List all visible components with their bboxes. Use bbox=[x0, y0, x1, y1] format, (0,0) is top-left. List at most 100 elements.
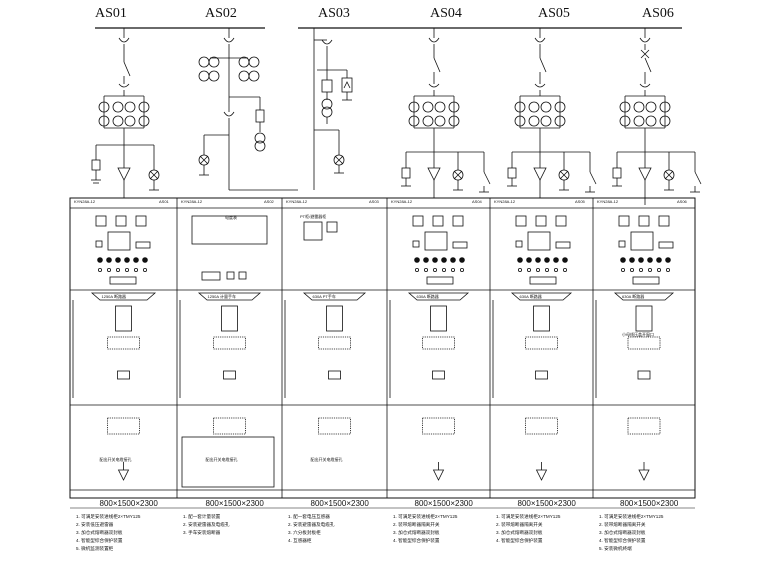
as04-switch-knob bbox=[414, 267, 419, 272]
as06-indicator-lamp bbox=[647, 257, 653, 263]
as02-top-display bbox=[201, 271, 221, 281]
as06-indicator-lamp bbox=[629, 257, 635, 263]
as03-note-4: 4. 互感器柜 bbox=[288, 538, 312, 543]
as02-top-button-2 bbox=[238, 271, 247, 280]
as01-name: AS01 bbox=[95, 6, 127, 21]
as01-meter-a bbox=[95, 215, 107, 227]
as02-cable-grille bbox=[213, 417, 246, 435]
as04-indicator-lamp bbox=[441, 257, 447, 263]
as01-meter-v bbox=[115, 215, 127, 227]
as06-indicator-lamp bbox=[665, 257, 671, 263]
as02-vent-grille bbox=[213, 336, 246, 350]
as04-breaker-window bbox=[430, 305, 447, 332]
as04-display bbox=[452, 241, 468, 249]
as01-switch-knob bbox=[98, 267, 103, 272]
as06-breaker-handle bbox=[613, 292, 675, 301]
as05-indicator-lamp bbox=[526, 257, 532, 263]
as04-indicator bbox=[412, 240, 420, 248]
as05-switch-knob bbox=[527, 267, 532, 272]
as06-breaker-window bbox=[635, 305, 653, 332]
as05-indicator-lamp bbox=[553, 257, 559, 263]
as02-breaker-handle bbox=[197, 292, 262, 301]
as06-note-1: 1. 可满足安装进线柜2×TMY125 bbox=[599, 514, 664, 519]
as04-name: AS04 bbox=[430, 6, 462, 21]
as03-breaker-label: 630A PT手车 bbox=[312, 294, 336, 299]
as01-display bbox=[135, 241, 151, 249]
as06-breaker-lock bbox=[637, 370, 651, 380]
as03-breaker-handle bbox=[302, 292, 367, 301]
as04-note-4: 4. 智能型综合保护装置 bbox=[393, 538, 440, 543]
as04-indicator-lamp bbox=[450, 257, 456, 263]
as02-breaker-window bbox=[221, 305, 238, 332]
as02-circuit bbox=[198, 28, 298, 191]
as06-display bbox=[658, 241, 674, 249]
as05-meter-a bbox=[515, 215, 527, 227]
as04-indicator-lamp bbox=[423, 257, 429, 263]
as01-note-5: 5. 微机监测装置柜 bbox=[76, 546, 114, 551]
as01-indicator-lamp bbox=[133, 257, 139, 263]
as02-name: AS02 bbox=[205, 6, 237, 21]
as06-meter-p bbox=[658, 215, 670, 227]
as05-indicator-lamp bbox=[544, 257, 550, 263]
as04-indicator-lamp bbox=[414, 257, 420, 263]
as01-switch-knob bbox=[142, 267, 147, 272]
cabinet-components bbox=[72, 215, 675, 481]
as03-circuit bbox=[313, 28, 353, 190]
as04-indicator-lamp bbox=[459, 257, 465, 263]
as05-indicator-lamp bbox=[517, 257, 523, 263]
as04-cabinet-id: AS04 bbox=[472, 199, 482, 204]
as01-switch-knob bbox=[116, 267, 121, 272]
as04-meter-a bbox=[412, 215, 424, 227]
as04-nameplate bbox=[426, 276, 454, 285]
as05-indicator-lamp bbox=[535, 257, 541, 263]
as04-switch-knob bbox=[432, 267, 437, 272]
as05-switch-knob bbox=[563, 267, 568, 272]
as01-indicator bbox=[95, 240, 103, 248]
as04-switch-knob bbox=[450, 267, 455, 272]
as02-note-1: 1. 配一套计量装置 bbox=[183, 514, 221, 519]
as04-switch-knob bbox=[441, 267, 446, 272]
as01-note-2: 2. 安装低压避雷器 bbox=[76, 522, 114, 527]
as01-note-3: 3. 加仓式熔断器双封板 bbox=[76, 530, 123, 535]
as03-name: AS03 bbox=[318, 6, 350, 21]
as04-vent-grille bbox=[422, 336, 455, 350]
as01-cabinet-no: KYN28A-12 bbox=[74, 199, 96, 204]
as03-cabinet-no: KYN28A-12 bbox=[286, 199, 308, 204]
as06-note-2: 2. 装带熔断器隔离开关 bbox=[599, 522, 646, 527]
as01-indicator-lamp bbox=[97, 257, 103, 263]
as05-note-3: 3. 加仓式熔断器双封板 bbox=[496, 530, 543, 535]
as04-dimension: 800×1500×2300 bbox=[414, 499, 473, 508]
as05-vent-grille bbox=[525, 336, 558, 350]
as04-breaker-lock bbox=[432, 370, 445, 380]
as06-meter-v bbox=[638, 215, 650, 227]
as04-meter-v bbox=[432, 215, 444, 227]
as05-indicator bbox=[515, 240, 523, 248]
as06-protection-relay bbox=[630, 231, 654, 251]
as05-breaker-lock bbox=[535, 370, 548, 380]
cabinet-dividers bbox=[176, 198, 594, 498]
as06-switch-knob bbox=[648, 267, 653, 272]
as04-note-3: 3. 加仓式熔断器双封板 bbox=[393, 530, 440, 535]
as06-switch-knob bbox=[621, 267, 626, 272]
as05-circuit bbox=[507, 28, 597, 198]
as03-breaker-lock bbox=[328, 370, 341, 380]
as03-cable-grille bbox=[318, 417, 351, 435]
as04-note-2: 2. 装带熔断器隔离开关 bbox=[393, 522, 440, 527]
as06-note-5: 5. 安装微机终端 bbox=[599, 546, 632, 551]
as02-top-button-1 bbox=[226, 271, 235, 280]
as06-indicator-lamp bbox=[638, 257, 644, 263]
as06-indicator-lamp bbox=[656, 257, 662, 263]
as05-meter-v bbox=[535, 215, 547, 227]
as01-indicator-lamp bbox=[142, 257, 148, 263]
as05-protection-relay bbox=[527, 231, 551, 251]
as01-earth-symbol bbox=[117, 469, 130, 481]
as04-breaker-label: 630A 断路器 bbox=[416, 294, 439, 299]
as03-cabinet-label: PT柜/避雷器柜 bbox=[300, 214, 327, 219]
as02-meter-label: 电度表 bbox=[225, 215, 237, 220]
cabinet-row bbox=[69, 197, 696, 499]
as06-cabinet-id: AS06 bbox=[677, 199, 687, 204]
as04-cabinet-no: KYN28A-12 bbox=[391, 199, 413, 204]
as05-note-4: 4. 智能型综合保护装置 bbox=[496, 538, 543, 543]
as02-lower-label: 配出开关电缆接孔 bbox=[205, 457, 238, 462]
